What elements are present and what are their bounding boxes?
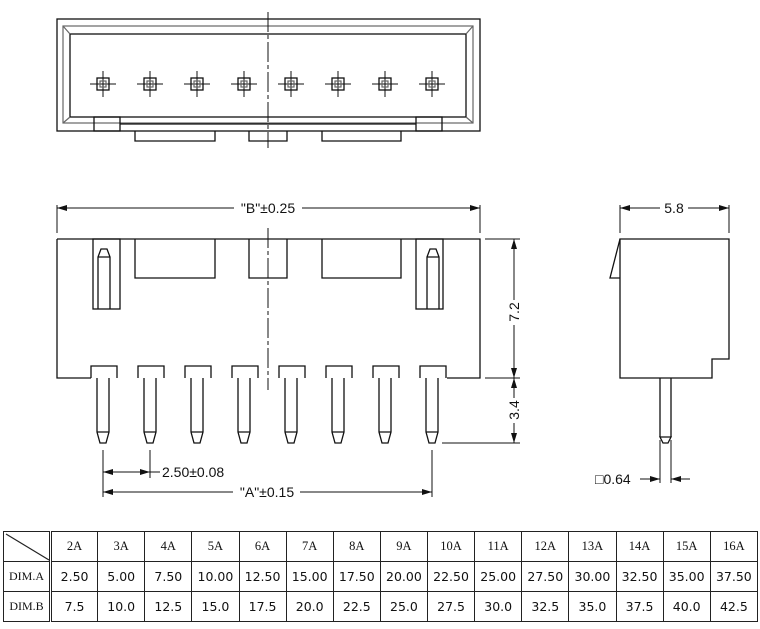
table-cell: 22.50 bbox=[426, 561, 476, 592]
side-latch bbox=[609, 238, 621, 279]
table-cell: 22.5 bbox=[332, 591, 381, 622]
front-pin bbox=[372, 365, 400, 444]
table-cell: 17.50 bbox=[332, 561, 381, 592]
table-cell: 20.0 bbox=[285, 591, 334, 622]
table-cell: 27.5 bbox=[426, 591, 476, 622]
column-header: 14A bbox=[615, 531, 664, 562]
column-header: 11A bbox=[474, 531, 523, 562]
front-left-slot bbox=[92, 238, 121, 310]
top-pin-marker bbox=[137, 71, 163, 97]
front-pins bbox=[90, 365, 447, 444]
pin-size-label: □0.64 bbox=[595, 471, 631, 487]
top-right-tab bbox=[415, 116, 443, 132]
table-cell: 12.50 bbox=[238, 561, 287, 592]
column-header: 10A bbox=[426, 531, 476, 562]
table-cell: 15.00 bbox=[285, 561, 334, 592]
top-pin-marker bbox=[278, 71, 304, 97]
table-cell: 25.00 bbox=[474, 561, 523, 592]
table-cell: 30.00 bbox=[568, 561, 617, 592]
table-cell: 25.0 bbox=[379, 591, 429, 622]
side-body-outline bbox=[619, 238, 730, 379]
table-cell: 17.5 bbox=[238, 591, 287, 622]
column-header: 2A bbox=[49, 531, 99, 562]
drawing-canvas: "B"±0.25 7.2 3.4 2.50±0.08 "A"±0.15 bbox=[56, 12, 730, 500]
table-cell: 27.50 bbox=[521, 561, 570, 592]
table-cell: 32.50 bbox=[615, 561, 664, 592]
side-view: 5.8 □0.64 bbox=[595, 200, 730, 487]
table-cell: 5.00 bbox=[97, 561, 146, 592]
top-pin-marker bbox=[231, 71, 257, 97]
depth-label: 5.8 bbox=[664, 200, 684, 216]
top-left-tab bbox=[93, 116, 121, 132]
table-cell: 35.00 bbox=[662, 561, 711, 592]
column-header: 5A bbox=[191, 531, 240, 562]
column-header: 8A bbox=[332, 531, 381, 562]
table-cell: 42.5 bbox=[709, 591, 759, 622]
table-cell: 7.50 bbox=[144, 561, 193, 592]
table-cell: 7.5 bbox=[49, 591, 99, 622]
table-cell: 20.00 bbox=[379, 561, 429, 592]
table-cell: 35.0 bbox=[568, 591, 617, 622]
table-cell: 2.50 bbox=[49, 561, 99, 592]
column-header: 16A bbox=[709, 531, 759, 562]
right-latch-pin bbox=[426, 248, 440, 309]
top-pin-marker bbox=[184, 71, 210, 97]
top-view bbox=[56, 12, 481, 148]
front-right-slot bbox=[415, 238, 444, 310]
top-pin-marker bbox=[372, 71, 398, 97]
front-pin bbox=[231, 365, 259, 444]
column-header: 4A bbox=[144, 531, 193, 562]
table-cell: 37.5 bbox=[615, 591, 664, 622]
row-label: DIM.A bbox=[3, 561, 52, 592]
height-label: 7.2 bbox=[506, 302, 522, 322]
table-cell: 10.00 bbox=[191, 561, 240, 592]
pin-length-label: 3.4 bbox=[506, 400, 522, 420]
table-cell: 15.0 bbox=[191, 591, 240, 622]
column-header: 7A bbox=[285, 531, 334, 562]
table-cell: 30.0 bbox=[474, 591, 523, 622]
table-cell: 40.0 bbox=[662, 591, 711, 622]
table-corner-cell bbox=[3, 531, 52, 562]
table-cell: 10.0 bbox=[97, 591, 146, 622]
column-header: 9A bbox=[379, 531, 429, 562]
pitch-label: 2.50±0.08 bbox=[162, 464, 224, 480]
front-pin bbox=[137, 365, 165, 444]
front-pin bbox=[419, 365, 447, 444]
table-cell: 37.50 bbox=[709, 561, 759, 592]
front-view: "B"±0.25 7.2 3.4 2.50±0.08 "A"±0.15 bbox=[56, 200, 522, 500]
front-pin bbox=[278, 365, 306, 444]
front-pin bbox=[325, 365, 353, 444]
top-pin-marker bbox=[325, 71, 351, 97]
column-header: 3A bbox=[97, 531, 146, 562]
front-pin bbox=[184, 365, 212, 444]
table-cell: 12.5 bbox=[144, 591, 193, 622]
side-pin bbox=[658, 378, 673, 444]
front-pin bbox=[90, 365, 118, 444]
column-header: 15A bbox=[662, 531, 711, 562]
column-header: 6A bbox=[238, 531, 287, 562]
column-header: 13A bbox=[568, 531, 617, 562]
dim-a-label: "A"±0.15 bbox=[240, 484, 294, 500]
column-header: 12A bbox=[521, 531, 570, 562]
row-label: DIM.B bbox=[3, 591, 52, 622]
top-pins bbox=[90, 71, 445, 97]
top-pin-marker bbox=[419, 71, 445, 97]
left-latch-pin bbox=[97, 248, 111, 309]
table-cell: 32.5 bbox=[521, 591, 570, 622]
dim-b-label: "B"±0.25 bbox=[241, 200, 295, 216]
top-pin-marker bbox=[90, 71, 116, 97]
